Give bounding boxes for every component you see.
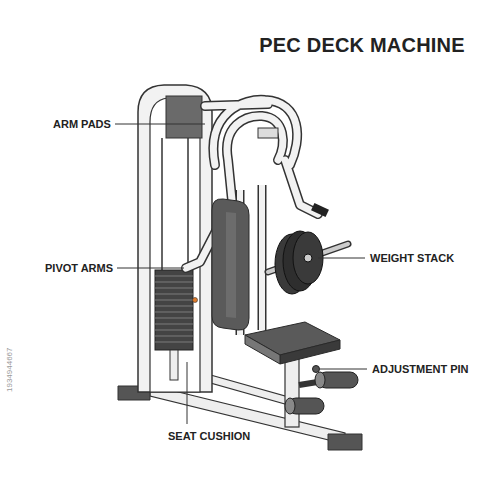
- plate-lines: [155, 276, 193, 342]
- seat-side: [245, 335, 280, 364]
- leader-line: [318, 258, 365, 259]
- seat: [245, 322, 340, 373]
- weight-plates: [268, 231, 348, 294]
- tower-frame: [138, 85, 212, 392]
- base-rail: [200, 372, 292, 406]
- roller-end: [315, 372, 325, 388]
- diagram-title: PEC DECK MACHINE: [259, 34, 464, 57]
- part-label: WEIGHT STACK: [370, 252, 454, 265]
- part-label: SEAT CUSHION: [168, 430, 250, 443]
- foot: [328, 434, 362, 450]
- roller-end: [285, 398, 295, 414]
- stack-post: [170, 350, 178, 380]
- seat-front: [280, 340, 340, 364]
- leader-line: [117, 268, 184, 269]
- leader-lines: [115, 124, 367, 424]
- adjustment-pin: [313, 366, 320, 373]
- leader-line: [320, 369, 367, 370]
- pads: [212, 199, 249, 330]
- tower: [138, 85, 212, 392]
- shroud-panel: [166, 96, 202, 138]
- watermark-number: 1934944667: [5, 348, 14, 393]
- arm-pad: [212, 199, 249, 330]
- leader-line: [115, 124, 205, 125]
- pad-highlight: [226, 212, 236, 318]
- weight-stack: [155, 270, 193, 350]
- hub: [304, 254, 312, 262]
- tower-opening: [150, 98, 200, 392]
- handle: [311, 203, 329, 217]
- part-label: ARM PADS: [53, 118, 111, 131]
- part-label: PIVOT ARMS: [45, 262, 113, 275]
- leader-line: [187, 362, 188, 424]
- pivot-bracket: [258, 128, 278, 138]
- leg-rollers: [285, 372, 358, 414]
- guide-rod: [187, 138, 189, 270]
- part-label: ADJUSTMENT PIN: [372, 363, 469, 376]
- guide-rod: [161, 138, 163, 270]
- selector-pin: [193, 298, 198, 303]
